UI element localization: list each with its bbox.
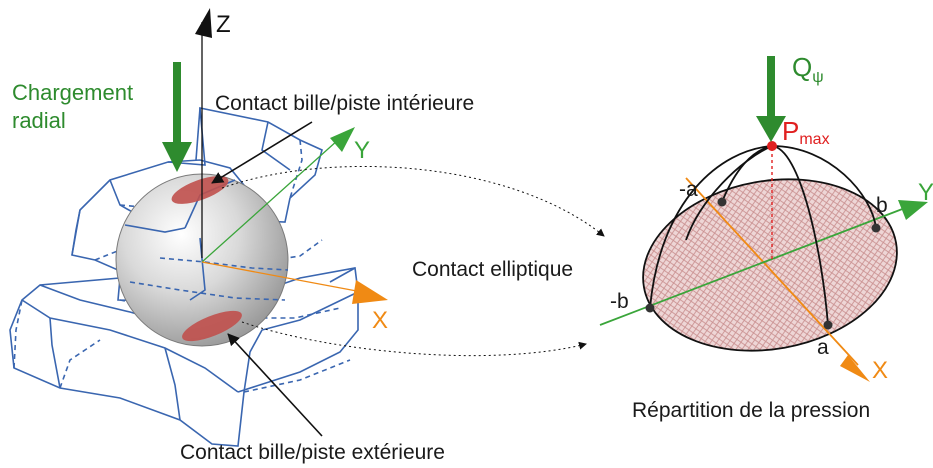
point-b-marker — [871, 223, 881, 233]
z-axis-arrowhead-icon — [195, 8, 212, 38]
x-axis-right — [685, 177, 859, 366]
contact-outer-pointer — [227, 333, 323, 437]
point-neg-a-label: -a — [679, 178, 698, 201]
y-axis — [201, 139, 339, 263]
pmax-symbol: P — [782, 116, 799, 146]
pmax-label: Pmax — [782, 116, 830, 148]
pmax-point — [767, 141, 777, 151]
y-axis-right-label: Y — [918, 179, 933, 206]
y-axis-label: Y — [354, 137, 370, 164]
contact-ellipse — [642, 178, 898, 352]
x-axis-right-label: X — [872, 357, 888, 384]
outer-ring — [9, 267, 359, 447]
load-arrow-icon — [162, 62, 192, 172]
pressure-caption: Répartition de la pression — [632, 399, 870, 422]
pressure-distribution: X Y -a a b -b Qψ Pmax Répartition de la — [599, 52, 933, 422]
point-a-label: a — [817, 336, 829, 359]
point-b-label: b — [876, 194, 888, 217]
contact-elliptic-label: Contact elliptique — [412, 258, 573, 281]
point-neg-b-label: -b — [610, 290, 629, 313]
point-neg-b-marker — [645, 303, 655, 313]
q-load-symbol: Q — [792, 52, 812, 82]
load-label-line1: Chargement — [12, 80, 133, 105]
z-axis-label: Z — [216, 11, 231, 38]
y-axis-right-arrowhead-icon — [898, 200, 928, 220]
x-axis — [201, 261, 363, 293]
contact-inner-label: Contact bille/piste intérieure — [215, 92, 474, 115]
x-axis-label: X — [372, 307, 388, 334]
q-load-subscript: ψ — [812, 69, 823, 86]
y-axis-arrowhead-icon — [330, 127, 355, 152]
bearing-sketch: Z Y X Chargement radial Contact bille/pi… — [9, 8, 474, 464]
contact-zone-outer — [182, 310, 242, 342]
point-neg-a-marker — [717, 197, 727, 207]
pmax-subscript: max — [799, 131, 829, 148]
connectors — [221, 165, 605, 357]
pressure-dome — [649, 145, 877, 326]
contact-inner-pointer — [211, 121, 313, 184]
contact-outer-label: Contact bille/piste extérieure — [180, 441, 445, 464]
x-axis-right-arrowhead-icon — [840, 355, 870, 382]
q-load-arrow-icon — [756, 56, 786, 142]
load-label-line2: radial — [12, 108, 66, 133]
point-a-marker — [823, 320, 833, 330]
connector-outer — [241, 321, 587, 357]
x-axis-arrowhead-icon — [352, 280, 388, 304]
q-load-label: Qψ — [792, 52, 824, 86]
